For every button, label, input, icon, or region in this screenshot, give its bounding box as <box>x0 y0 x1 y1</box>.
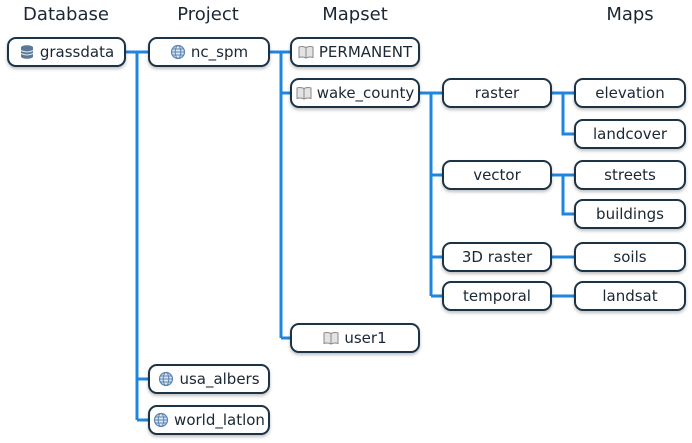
map-label: streets <box>604 166 656 184</box>
type-node-raster[interactable]: raster <box>442 78 552 108</box>
globe-icon <box>158 371 174 387</box>
type-node-3d-raster[interactable]: 3D raster <box>442 242 552 272</box>
project-label: usa_albers <box>179 370 260 388</box>
map-node-streets[interactable]: streets <box>574 160 686 190</box>
mapset-node-wake-county[interactable]: wake_county <box>290 78 420 108</box>
type-node-temporal[interactable]: temporal <box>442 281 552 311</box>
type-label: 3D raster <box>461 248 533 266</box>
book-icon <box>323 331 339 345</box>
map-node-soils[interactable]: soils <box>574 242 686 272</box>
database-label: grassdata <box>39 43 115 61</box>
globe-icon <box>170 44 186 60</box>
mapset-node-user1[interactable]: user1 <box>290 323 420 353</box>
project-label: nc_spm <box>190 43 249 61</box>
database-header: Database <box>23 4 109 25</box>
database-node[interactable]: grassdata <box>7 37 126 67</box>
map-label: elevation <box>595 84 665 102</box>
map-label: soils <box>613 248 647 266</box>
map-node-buildings[interactable]: buildings <box>574 199 686 229</box>
database-icon <box>19 44 35 60</box>
book-icon <box>298 45 314 59</box>
book-icon <box>296 86 312 100</box>
mapset-header: Mapset <box>322 4 388 25</box>
map-node-elevation[interactable]: elevation <box>574 78 686 108</box>
mapset-label: PERMANENT <box>318 43 413 61</box>
maps-header: Maps <box>606 4 654 25</box>
project-label: world_latlon <box>174 411 265 429</box>
type-node-vector[interactable]: vector <box>442 160 552 190</box>
map-label: landsat <box>602 287 658 305</box>
project-node-nc-spm[interactable]: nc_spm <box>148 37 270 67</box>
globe-icon <box>153 412 169 428</box>
map-node-landcover[interactable]: landcover <box>574 119 686 149</box>
type-label: vector <box>473 166 521 184</box>
mapset-label: user1 <box>344 329 387 347</box>
type-label: raster <box>474 84 520 102</box>
map-label: buildings <box>596 205 664 223</box>
mapset-label: wake_county <box>316 84 415 102</box>
map-node-landsat[interactable]: landsat <box>574 281 686 311</box>
map-label: landcover <box>592 125 668 143</box>
project-header: Project <box>177 4 239 25</box>
project-node-world-latlon[interactable]: world_latlon <box>148 405 270 435</box>
type-label: temporal <box>463 287 531 305</box>
project-node-usa-albers[interactable]: usa_albers <box>148 364 270 394</box>
mapset-node-permanent[interactable]: PERMANENT <box>290 37 420 67</box>
